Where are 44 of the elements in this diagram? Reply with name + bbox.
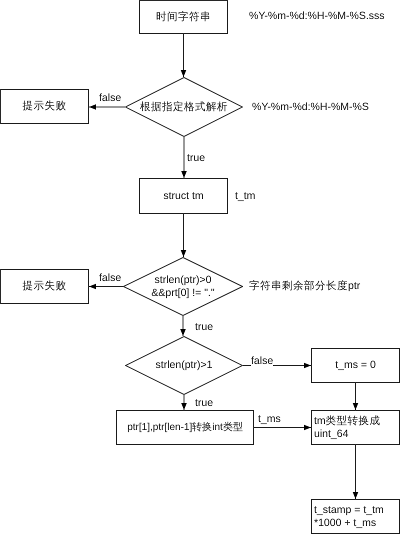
- box-label: 时间字符串: [156, 10, 211, 24]
- diamond-label: 根据指定格式解析: [140, 100, 228, 114]
- arrow: [180, 316, 186, 336]
- arrow: [88, 284, 124, 290]
- process-box: [0, 89, 89, 124]
- decision-diamond: [125, 77, 243, 137]
- box-label: t_stamp = t_tm *1000 + t_ms: [314, 504, 385, 529]
- box-label: struct tm: [163, 190, 204, 202]
- annotation-text: 字符串剩余部分长度ptr: [249, 280, 360, 292]
- arrow: [181, 394, 187, 410]
- arrow: [352, 444, 358, 500]
- process-box: [116, 410, 254, 445]
- edge-label: t_ms: [258, 412, 281, 426]
- process-box: [311, 499, 400, 534]
- process-box: [139, 0, 228, 34]
- box-label: t_ms = 0: [335, 359, 376, 372]
- edge-label: false: [99, 92, 122, 104]
- arrow: [181, 136, 187, 178]
- edge-label: false: [251, 354, 274, 368]
- annotation-text: t_tm: [235, 190, 256, 202]
- edge-label: true: [187, 152, 206, 164]
- arrow: [180, 34, 186, 78]
- process-box: [311, 348, 400, 383]
- arrow: [242, 362, 312, 368]
- diamond-label: strlen(ptr)>0 &&prt[0] != ".": [150, 274, 216, 299]
- arrow: [88, 104, 126, 110]
- decision-diamond: [123, 257, 243, 316]
- annotation-text: %Y-%m-%d:%H-%M-%S.sss: [249, 10, 385, 22]
- process-box: [139, 178, 228, 214]
- process-box: [311, 410, 400, 445]
- annotation-text: %Y-%m-%d:%H-%M-%S: [252, 100, 369, 114]
- diamond-label: strlen(ptr)>1: [156, 359, 212, 372]
- box-label: ptr[1],ptr[len-1]转换int类型: [127, 422, 243, 434]
- edge-label: true: [195, 320, 214, 334]
- edge-label: true: [195, 396, 214, 410]
- arrow: [352, 382, 358, 410]
- arrow: [254, 424, 312, 430]
- decision-diamond: [125, 336, 243, 395]
- box-label: tm类型转换成 uint_64: [314, 415, 382, 440]
- process-box: [0, 269, 89, 304]
- box-label: 提示失败: [22, 280, 66, 293]
- arrow: [180, 214, 186, 258]
- box-label: 提示失败: [22, 100, 66, 113]
- edge-label: false: [99, 272, 122, 284]
